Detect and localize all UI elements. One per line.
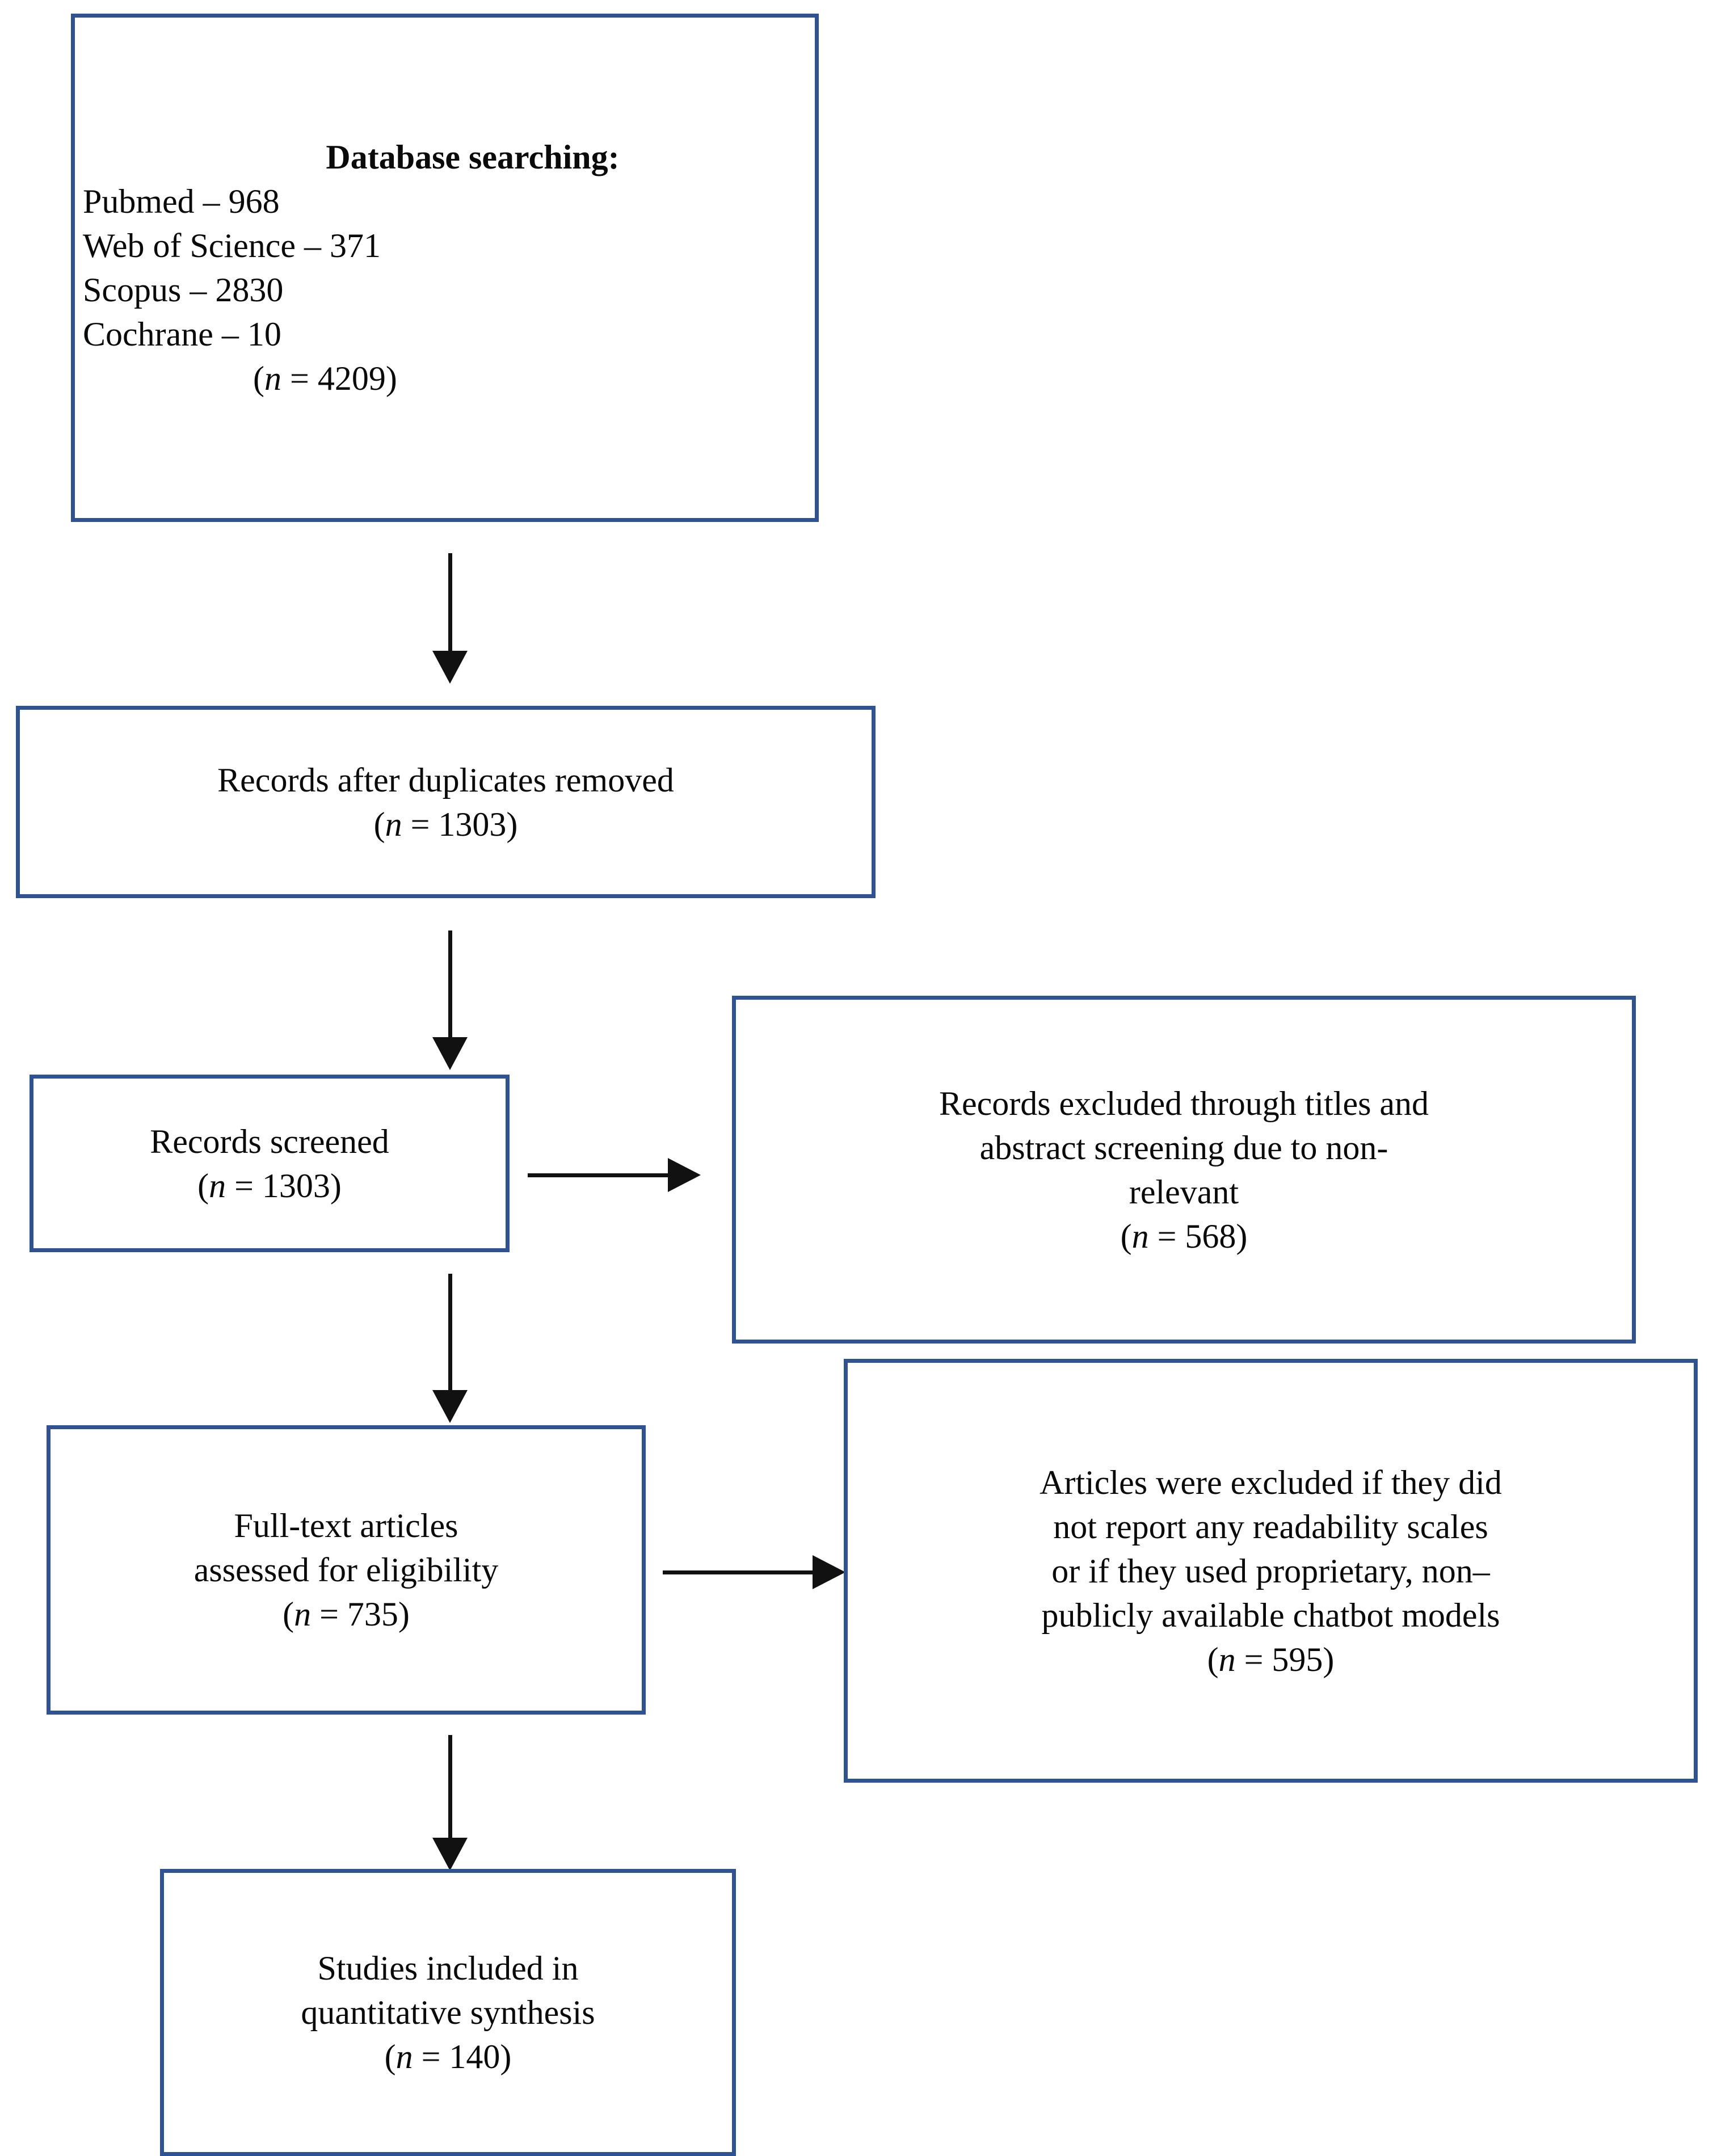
articles-excluded-count: (n = 595) bbox=[1207, 1640, 1335, 1678]
n-symbol: n bbox=[209, 1167, 226, 1205]
database-searching-heading: Database searching: bbox=[326, 138, 620, 176]
n-symbol: n bbox=[264, 360, 281, 397]
records-screened-line1: Records screened bbox=[150, 1122, 389, 1160]
arrow-head bbox=[432, 651, 468, 684]
arrow-shaft bbox=[448, 1274, 452, 1400]
fulltext-assessed-line1: Full-text articles bbox=[234, 1507, 458, 1544]
records-excluded-line1: Records excluded through titles and bbox=[939, 1084, 1429, 1122]
duplicates-removed-count: (n = 1303) bbox=[373, 805, 518, 843]
studies-included-count: (n = 140) bbox=[384, 2038, 512, 2075]
box-studies-included: Studies included in quantitative synthes… bbox=[160, 1869, 736, 2156]
n-symbol: n bbox=[395, 2038, 413, 2075]
records-screened-content: Records screened (n = 1303) bbox=[33, 1119, 506, 1208]
arrow-head bbox=[432, 1838, 468, 1871]
arrow-shaft bbox=[528, 1173, 676, 1177]
n-value: 568 bbox=[1185, 1217, 1236, 1255]
database-source-web-of-science: Web of Science – 371 bbox=[83, 227, 381, 264]
box-records-excluded: Records excluded through titles and abst… bbox=[732, 996, 1636, 1344]
arrow-head bbox=[432, 1037, 468, 1070]
arrow-head bbox=[432, 1390, 468, 1423]
n-value: 1303 bbox=[438, 805, 507, 843]
arrow-head bbox=[668, 1158, 701, 1192]
n-value: 595 bbox=[1272, 1640, 1323, 1678]
arrow-shaft bbox=[448, 930, 452, 1047]
articles-excluded-content: Articles were excluded if they did not r… bbox=[836, 1460, 1705, 1682]
n-symbol: n bbox=[1131, 1217, 1149, 1255]
duplicates-removed-content: Records after duplicates removed (n = 13… bbox=[20, 758, 872, 847]
box-records-screened: Records screened (n = 1303) bbox=[30, 1075, 510, 1252]
fulltext-assessed-line2: assessed for eligibility bbox=[193, 1551, 499, 1589]
duplicates-removed-line1: Records after duplicates removed bbox=[217, 761, 674, 799]
studies-included-content: Studies included in quantitative synthes… bbox=[164, 1946, 732, 2079]
arrow-head bbox=[813, 1555, 845, 1589]
database-source-scopus: Scopus – 2830 bbox=[83, 271, 284, 309]
records-excluded-content: Records excluded through titles and abst… bbox=[722, 1081, 1646, 1258]
articles-excluded-line3: or if they used proprietary, non– bbox=[1051, 1552, 1490, 1590]
records-excluded-count: (n = 568) bbox=[1120, 1217, 1248, 1255]
n-value: 1303 bbox=[262, 1167, 330, 1205]
records-screened-count: (n = 1303) bbox=[197, 1167, 342, 1205]
box-articles-excluded: Articles were excluded if they did not r… bbox=[844, 1359, 1698, 1783]
n-value: 140 bbox=[449, 2038, 500, 2075]
articles-excluded-line2: not report any readability scales bbox=[1053, 1507, 1488, 1546]
records-excluded-line2: abstract screening due to non- bbox=[979, 1128, 1388, 1167]
articles-excluded-line1: Articles were excluded if they did bbox=[1040, 1463, 1502, 1501]
n-symbol: n bbox=[385, 805, 402, 843]
studies-included-line2: quantitative synthesis bbox=[301, 1994, 595, 2031]
n-value: 735 bbox=[347, 1595, 398, 1633]
database-searching-count: (n = 4209) bbox=[253, 360, 397, 397]
n-symbol: n bbox=[294, 1595, 312, 1633]
database-searching-content: Database searching: Pubmed – 968 Web of … bbox=[50, 135, 840, 401]
box-database-searching: Database searching: Pubmed – 968 Web of … bbox=[71, 14, 819, 522]
articles-excluded-line4: publicly available chatbot models bbox=[1041, 1596, 1500, 1634]
n-value: 4209 bbox=[317, 360, 386, 397]
box-duplicates-removed: Records after duplicates removed (n = 13… bbox=[16, 706, 876, 898]
database-source-cochrane: Cochrane – 10 bbox=[83, 315, 281, 353]
database-source-pubmed: Pubmed – 968 bbox=[83, 183, 280, 220]
arrow-shaft bbox=[663, 1570, 820, 1574]
fulltext-assessed-content: Full-text articles assessed for eligibil… bbox=[51, 1504, 642, 1636]
arrow-shaft bbox=[448, 1735, 452, 1847]
n-symbol: n bbox=[1218, 1640, 1236, 1678]
records-excluded-line3: relevant bbox=[1129, 1173, 1239, 1211]
box-fulltext-assessed: Full-text articles assessed for eligibil… bbox=[47, 1425, 646, 1715]
fulltext-assessed-count: (n = 735) bbox=[283, 1595, 410, 1633]
studies-included-line1: Studies included in bbox=[317, 1949, 579, 1987]
arrow-shaft bbox=[448, 553, 452, 661]
